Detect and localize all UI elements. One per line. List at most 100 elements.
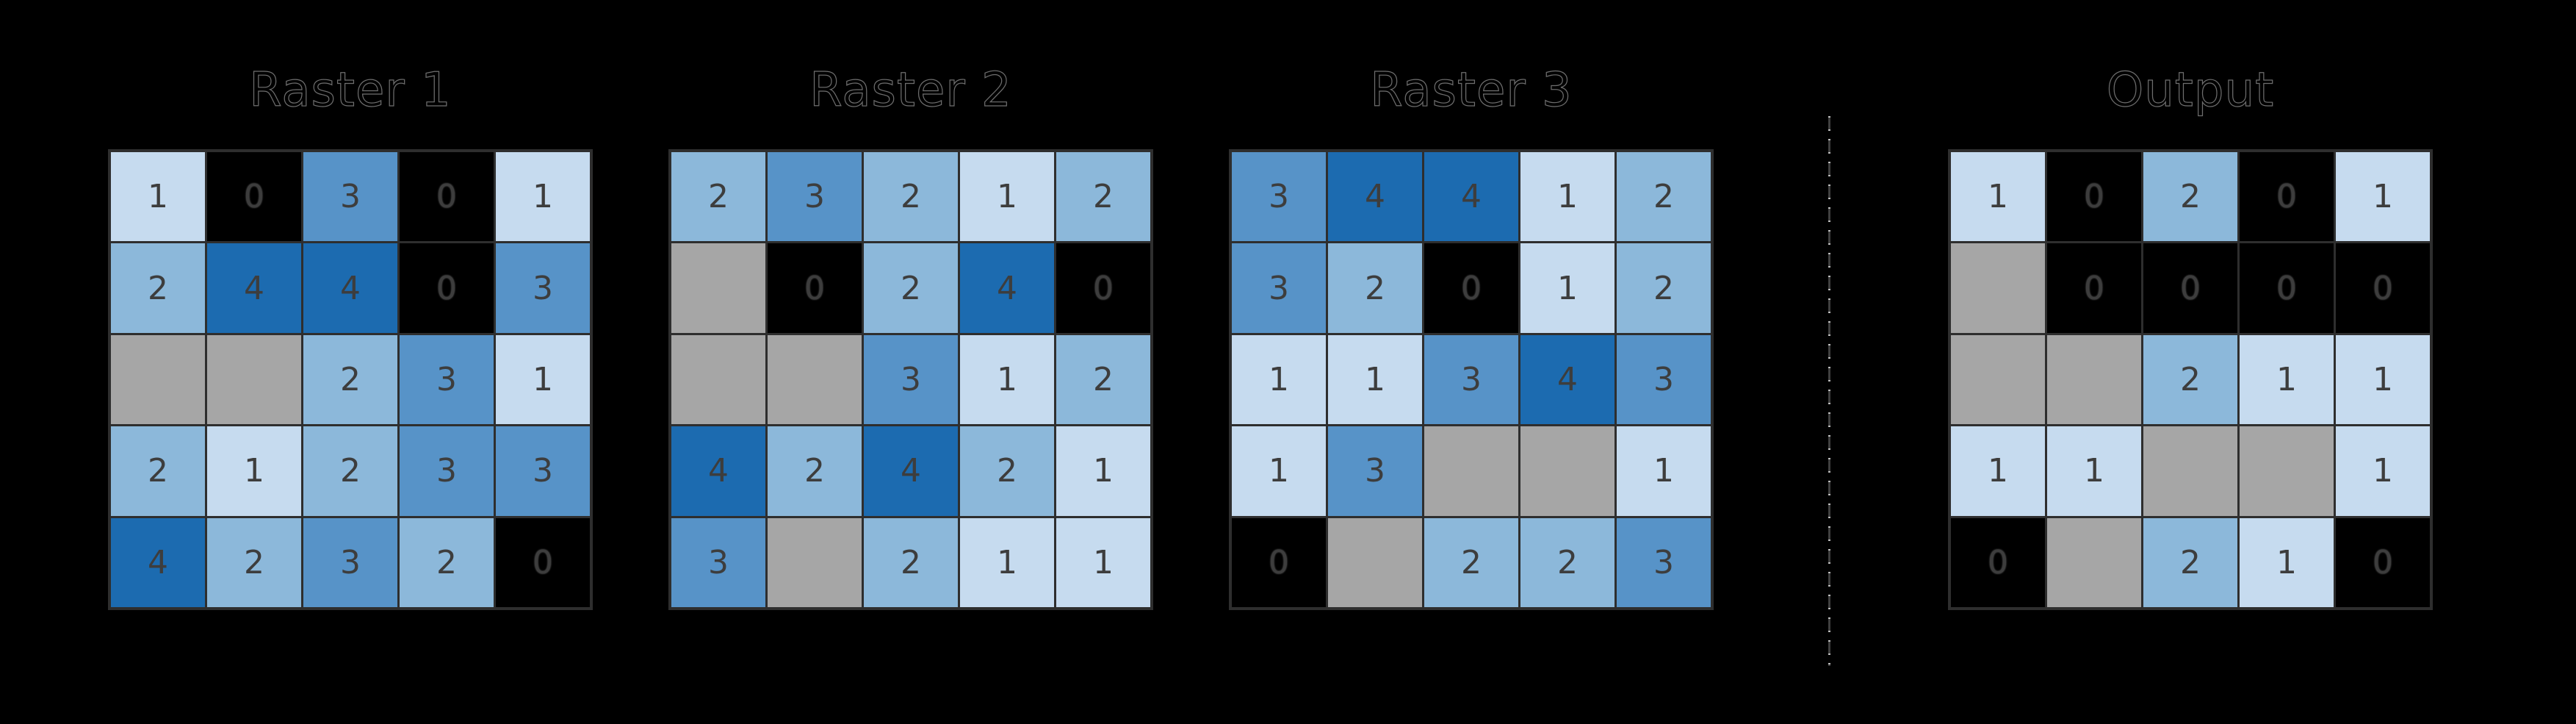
nodata-cell	[671, 243, 765, 333]
raster-value-cell: 4	[303, 243, 397, 333]
raster-value-cell: 2	[2143, 152, 2237, 242]
nodata-cell	[2143, 426, 2237, 516]
raster-value-cell: 2	[864, 152, 958, 242]
raster-value-cell: 0	[400, 152, 494, 242]
raster-value-cell: 2	[671, 152, 765, 242]
raster-value-cell: 2	[960, 426, 1054, 516]
nodata-cell	[207, 334, 301, 425]
raster-value-cell: 3	[303, 152, 397, 242]
nodata-cell	[1951, 243, 2045, 333]
raster-value-cell: 4	[671, 426, 765, 516]
raster-value-cell: 1	[1056, 426, 1150, 516]
raster-value-cell: 4	[864, 426, 958, 516]
nodata-cell	[1328, 517, 1422, 607]
nodata-cell	[2047, 517, 2141, 607]
raster-value-cell: 1	[111, 152, 205, 242]
raster-value-cell: 3	[1424, 334, 1518, 425]
raster-value-cell: 2	[1056, 334, 1150, 425]
raster-value-cell: 1	[960, 517, 1054, 607]
raster-value-cell: 1	[1232, 426, 1326, 516]
raster-value-cell: 3	[400, 334, 494, 425]
raster-value-cell: 2	[303, 334, 397, 425]
raster-value-cell: 0	[1056, 243, 1150, 333]
raster-value-cell: 1	[1520, 243, 1614, 333]
raster-value-cell: 1	[960, 334, 1054, 425]
raster-value-cell: 1	[496, 334, 590, 425]
raster-value-cell: 4	[1520, 334, 1614, 425]
raster-value-cell: 1	[2336, 152, 2430, 242]
raster-value-cell: 3	[303, 517, 397, 607]
raster-value-cell: 2	[864, 517, 958, 607]
raster-value-cell: 0	[400, 243, 494, 333]
raster-value-cell: 2	[1520, 517, 1614, 607]
raster-value-cell: 3	[1232, 152, 1326, 242]
raster-value-cell: 0	[1424, 243, 1518, 333]
raster-value-cell: 3	[1328, 426, 1422, 516]
raster-value-cell: 3	[1617, 517, 1711, 607]
raster-value-cell: 3	[1232, 243, 1326, 333]
raster-value-cell: 2	[1328, 243, 1422, 333]
nodata-cell	[2047, 334, 2141, 425]
raster-value-cell: 1	[1951, 426, 2045, 516]
raster-value-cell: 1	[1520, 152, 1614, 242]
raster-value-cell: 3	[496, 243, 590, 333]
raster-value-cell: 1	[207, 426, 301, 516]
raster-value-cell: 1	[1232, 334, 1326, 425]
raster-value-cell: 2	[111, 243, 205, 333]
raster-value-cell: 1	[2047, 426, 2141, 516]
raster-value-cell: 4	[1424, 152, 1518, 242]
raster-value-cell: 1	[1617, 426, 1711, 516]
raster-value-cell: 0	[2143, 243, 2237, 333]
nodata-cell	[768, 517, 862, 607]
raster-value-cell: 1	[2336, 426, 2430, 516]
raster-value-cell: 2	[864, 243, 958, 333]
raster-value-cell: 2	[1056, 152, 1150, 242]
raster-value-cell: 0	[2240, 152, 2334, 242]
raster-value-cell: 0	[1232, 517, 1326, 607]
raster-value-cell: 0	[2047, 152, 2141, 242]
raster-value-cell: 3	[671, 517, 765, 607]
raster-value-cell: 1	[2336, 334, 2430, 425]
panel-title-raster-1: Raster 1	[249, 63, 452, 118]
panel-title-output: Output	[2106, 63, 2275, 118]
raster-value-cell: 2	[768, 426, 862, 516]
raster-value-cell: 4	[960, 243, 1054, 333]
nodata-cell	[111, 334, 205, 425]
separator-dashed-line	[1828, 116, 1830, 666]
raster-value-cell: 1	[1951, 152, 2045, 242]
raster-value-cell: 2	[1424, 517, 1518, 607]
raster-value-cell: 2	[400, 517, 494, 607]
raster-value-cell: 2	[1617, 243, 1711, 333]
raster-value-cell: 2	[1617, 152, 1711, 242]
nodata-cell	[1424, 426, 1518, 516]
raster-value-cell: 4	[1328, 152, 1422, 242]
raster-value-cell: 0	[2336, 517, 2430, 607]
raster-value-cell: 0	[1951, 517, 2045, 607]
nodata-cell	[768, 334, 862, 425]
raster-value-cell: 1	[2240, 517, 2334, 607]
panel-title-raster-2: Raster 2	[809, 63, 1012, 118]
raster-value-cell: 0	[2240, 243, 2334, 333]
raster-value-cell: 2	[2143, 334, 2237, 425]
nodata-cell	[671, 334, 765, 425]
raster-value-cell: 1	[960, 152, 1054, 242]
raster-value-cell: 2	[207, 517, 301, 607]
raster-value-cell: 0	[2047, 243, 2141, 333]
raster-value-cell: 2	[303, 426, 397, 516]
raster-value-cell: 0	[2336, 243, 2430, 333]
raster-value-cell: 1	[1328, 334, 1422, 425]
nodata-cell	[1951, 334, 2045, 425]
raster-value-cell: 0	[207, 152, 301, 242]
raster-value-cell: 0	[768, 243, 862, 333]
raster-value-cell: 0	[496, 517, 590, 607]
raster-value-cell: 1	[496, 152, 590, 242]
raster-value-cell: 2	[111, 426, 205, 516]
raster-value-cell: 4	[207, 243, 301, 333]
raster-value-cell: 2	[2143, 517, 2237, 607]
raster-value-cell: 3	[400, 426, 494, 516]
